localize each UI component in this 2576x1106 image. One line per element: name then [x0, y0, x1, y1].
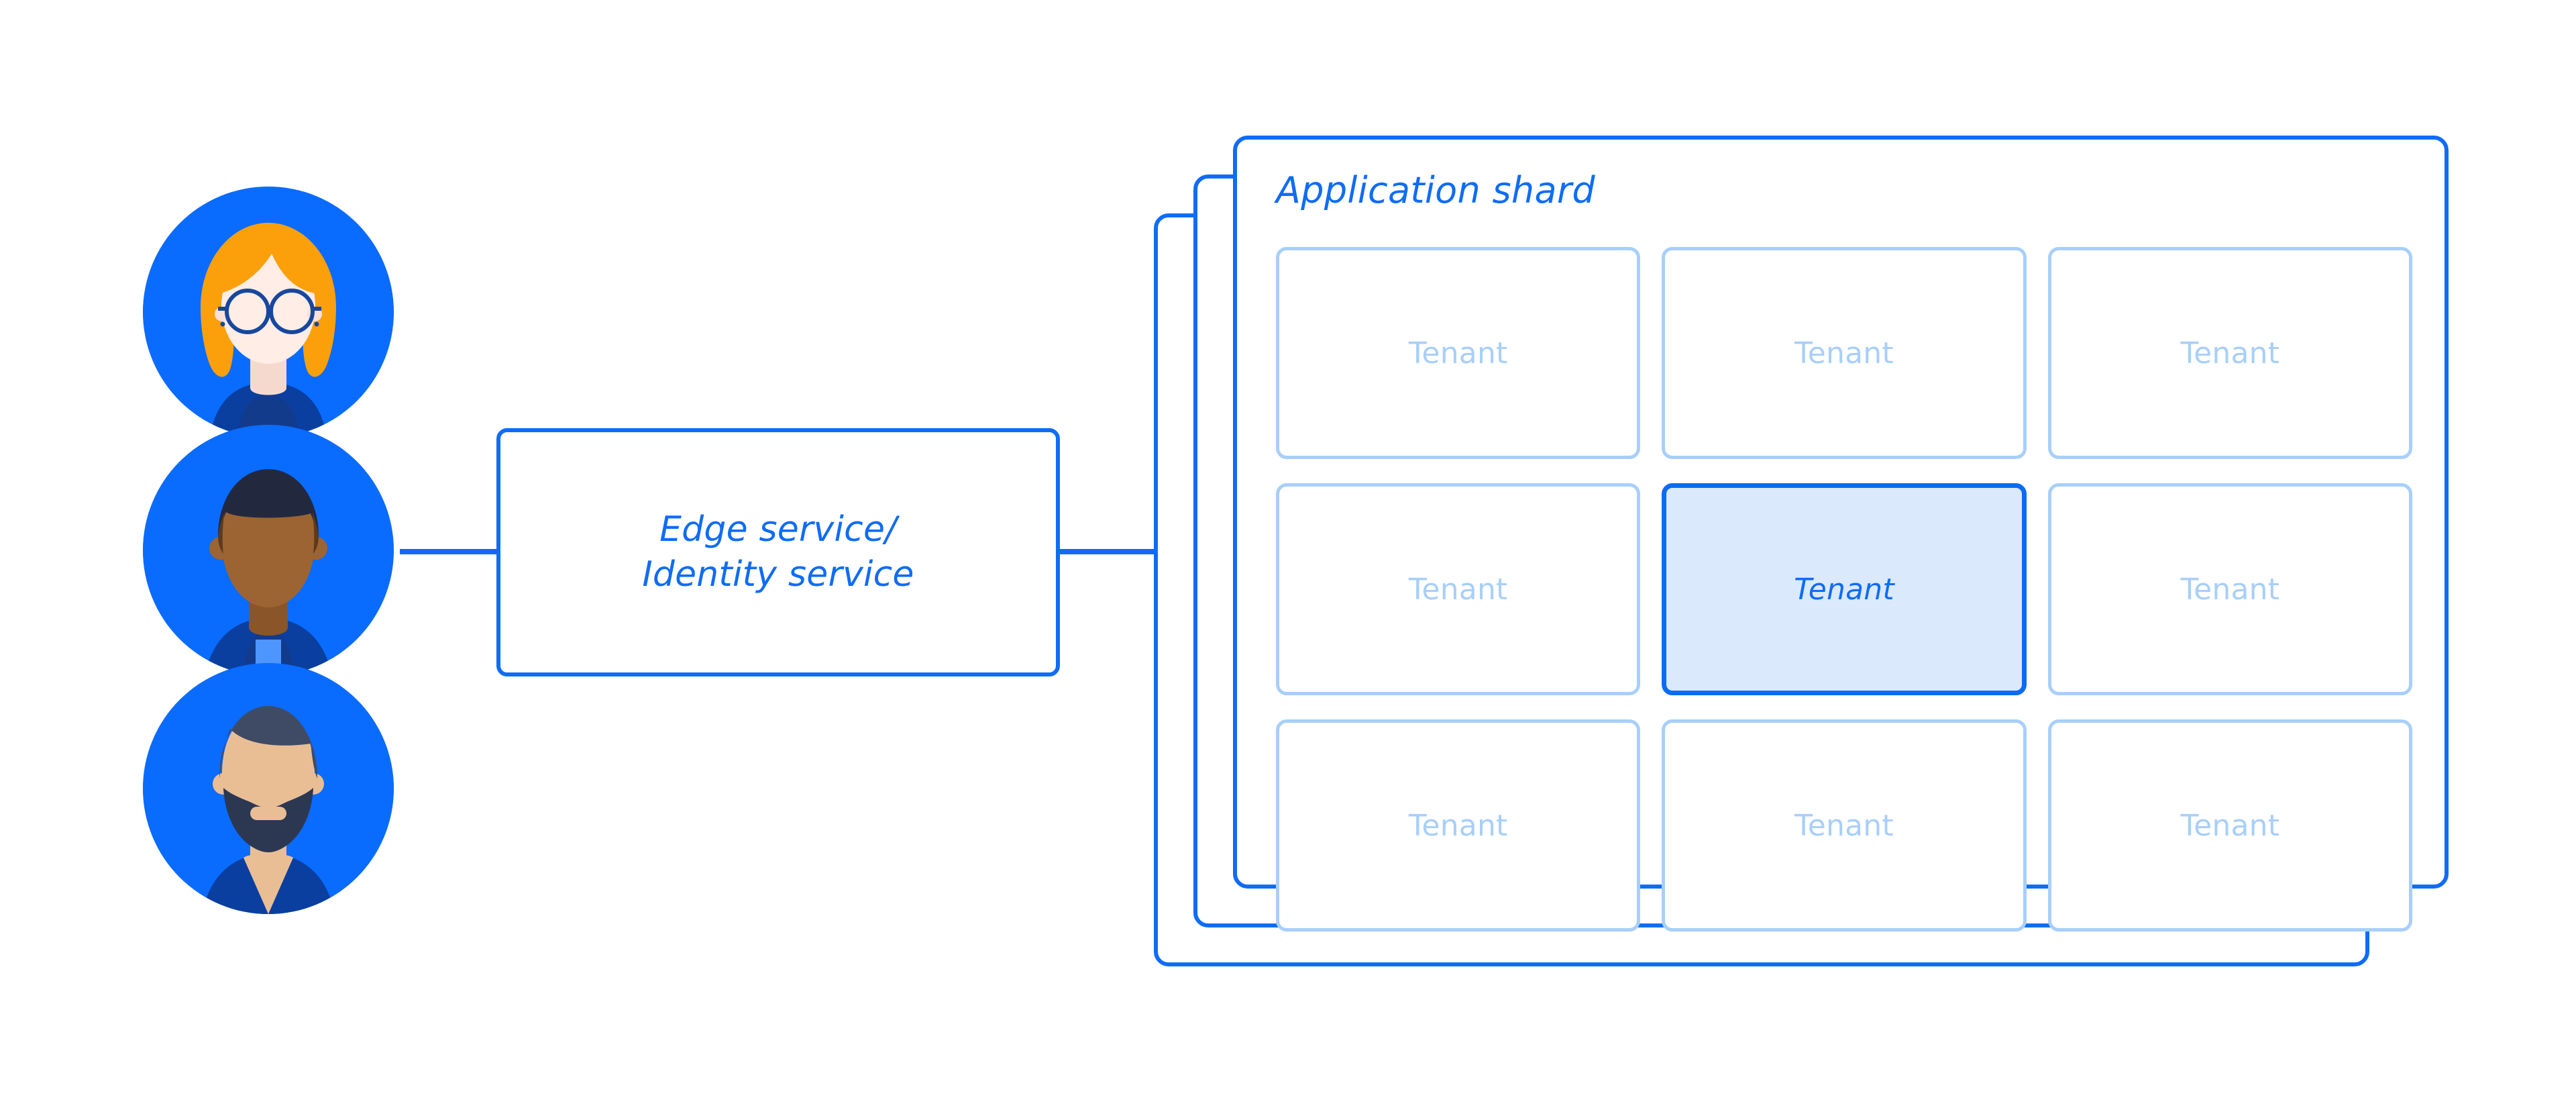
tenant-grid: Tenant Tenant Tenant Tenant Tenant Tenan… — [1276, 247, 2412, 932]
shard-card-front[interactable]: Application shard Tenant Tenant Tenant T… — [1233, 136, 2449, 932]
application-shard-title: Application shard — [1276, 169, 1595, 211]
tenant-cell[interactable]: Tenant — [2047, 483, 2412, 695]
connector-users-to-edge — [400, 549, 500, 554]
tenant-cell[interactable]: Tenant — [1662, 247, 2027, 459]
user-avatar-woman-glasses-icon — [143, 187, 394, 438]
edge-identity-service-node[interactable]: Edge service/ Identity service — [496, 428, 1060, 676]
edge-service-label: Edge service/ Identity service — [642, 509, 914, 595]
tenant-cell[interactable]: Tenant — [2047, 247, 2412, 459]
connector-edge-to-shards — [1056, 549, 1158, 554]
user-avatar-man-short-hair-icon — [143, 425, 394, 676]
tenant-cell[interactable]: Tenant — [1276, 719, 1641, 932]
tenant-cell[interactable]: Tenant — [1276, 247, 1641, 459]
user-avatar-man-beard-icon — [143, 663, 394, 914]
tenant-cell[interactable]: Tenant — [1662, 719, 2027, 932]
tenant-cell[interactable]: Tenant — [1276, 483, 1641, 695]
tenant-cell[interactable]: Tenant — [2047, 719, 2412, 932]
tenant-cell-active[interactable]: Tenant — [1662, 483, 2027, 695]
